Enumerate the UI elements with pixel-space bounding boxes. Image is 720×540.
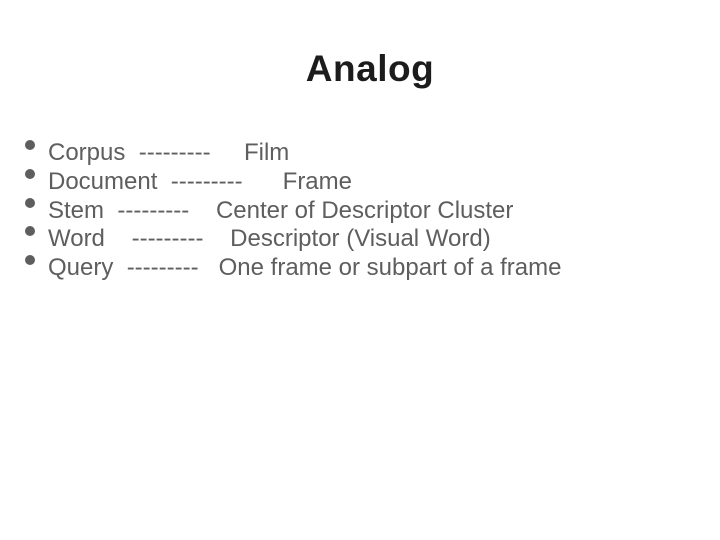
bullet-icon bbox=[25, 255, 35, 266]
list-item: Query --------- One frame or subpart of … bbox=[0, 254, 720, 283]
list-item: Corpus --------- Film bbox=[0, 139, 720, 168]
slide-title: Analog bbox=[305, 48, 435, 89]
bullet-text: Stem --------- Center of Descriptor Clus… bbox=[48, 196, 514, 224]
list-item: Stem --------- Center of Descriptor Clus… bbox=[0, 197, 720, 226]
list-item: Word --------- Descriptor (Visual Word) bbox=[0, 225, 720, 254]
bullet-icon bbox=[25, 140, 35, 150]
bullet-icon bbox=[25, 197, 35, 208]
bullet-text: Word --------- Descriptor (Visual Word) bbox=[48, 225, 491, 253]
bullet-text: Query --------- One frame or subpart of … bbox=[48, 254, 562, 282]
bullet-icon bbox=[25, 168, 35, 179]
bullet-list: Corpus --------- Film Document ---------… bbox=[0, 139, 720, 283]
bullet-text: Corpus --------- Film bbox=[48, 139, 290, 166]
list-item: Document --------- Frame bbox=[0, 168, 720, 197]
bullet-icon bbox=[25, 226, 35, 237]
bullet-text: Document --------- Frame bbox=[48, 167, 352, 195]
